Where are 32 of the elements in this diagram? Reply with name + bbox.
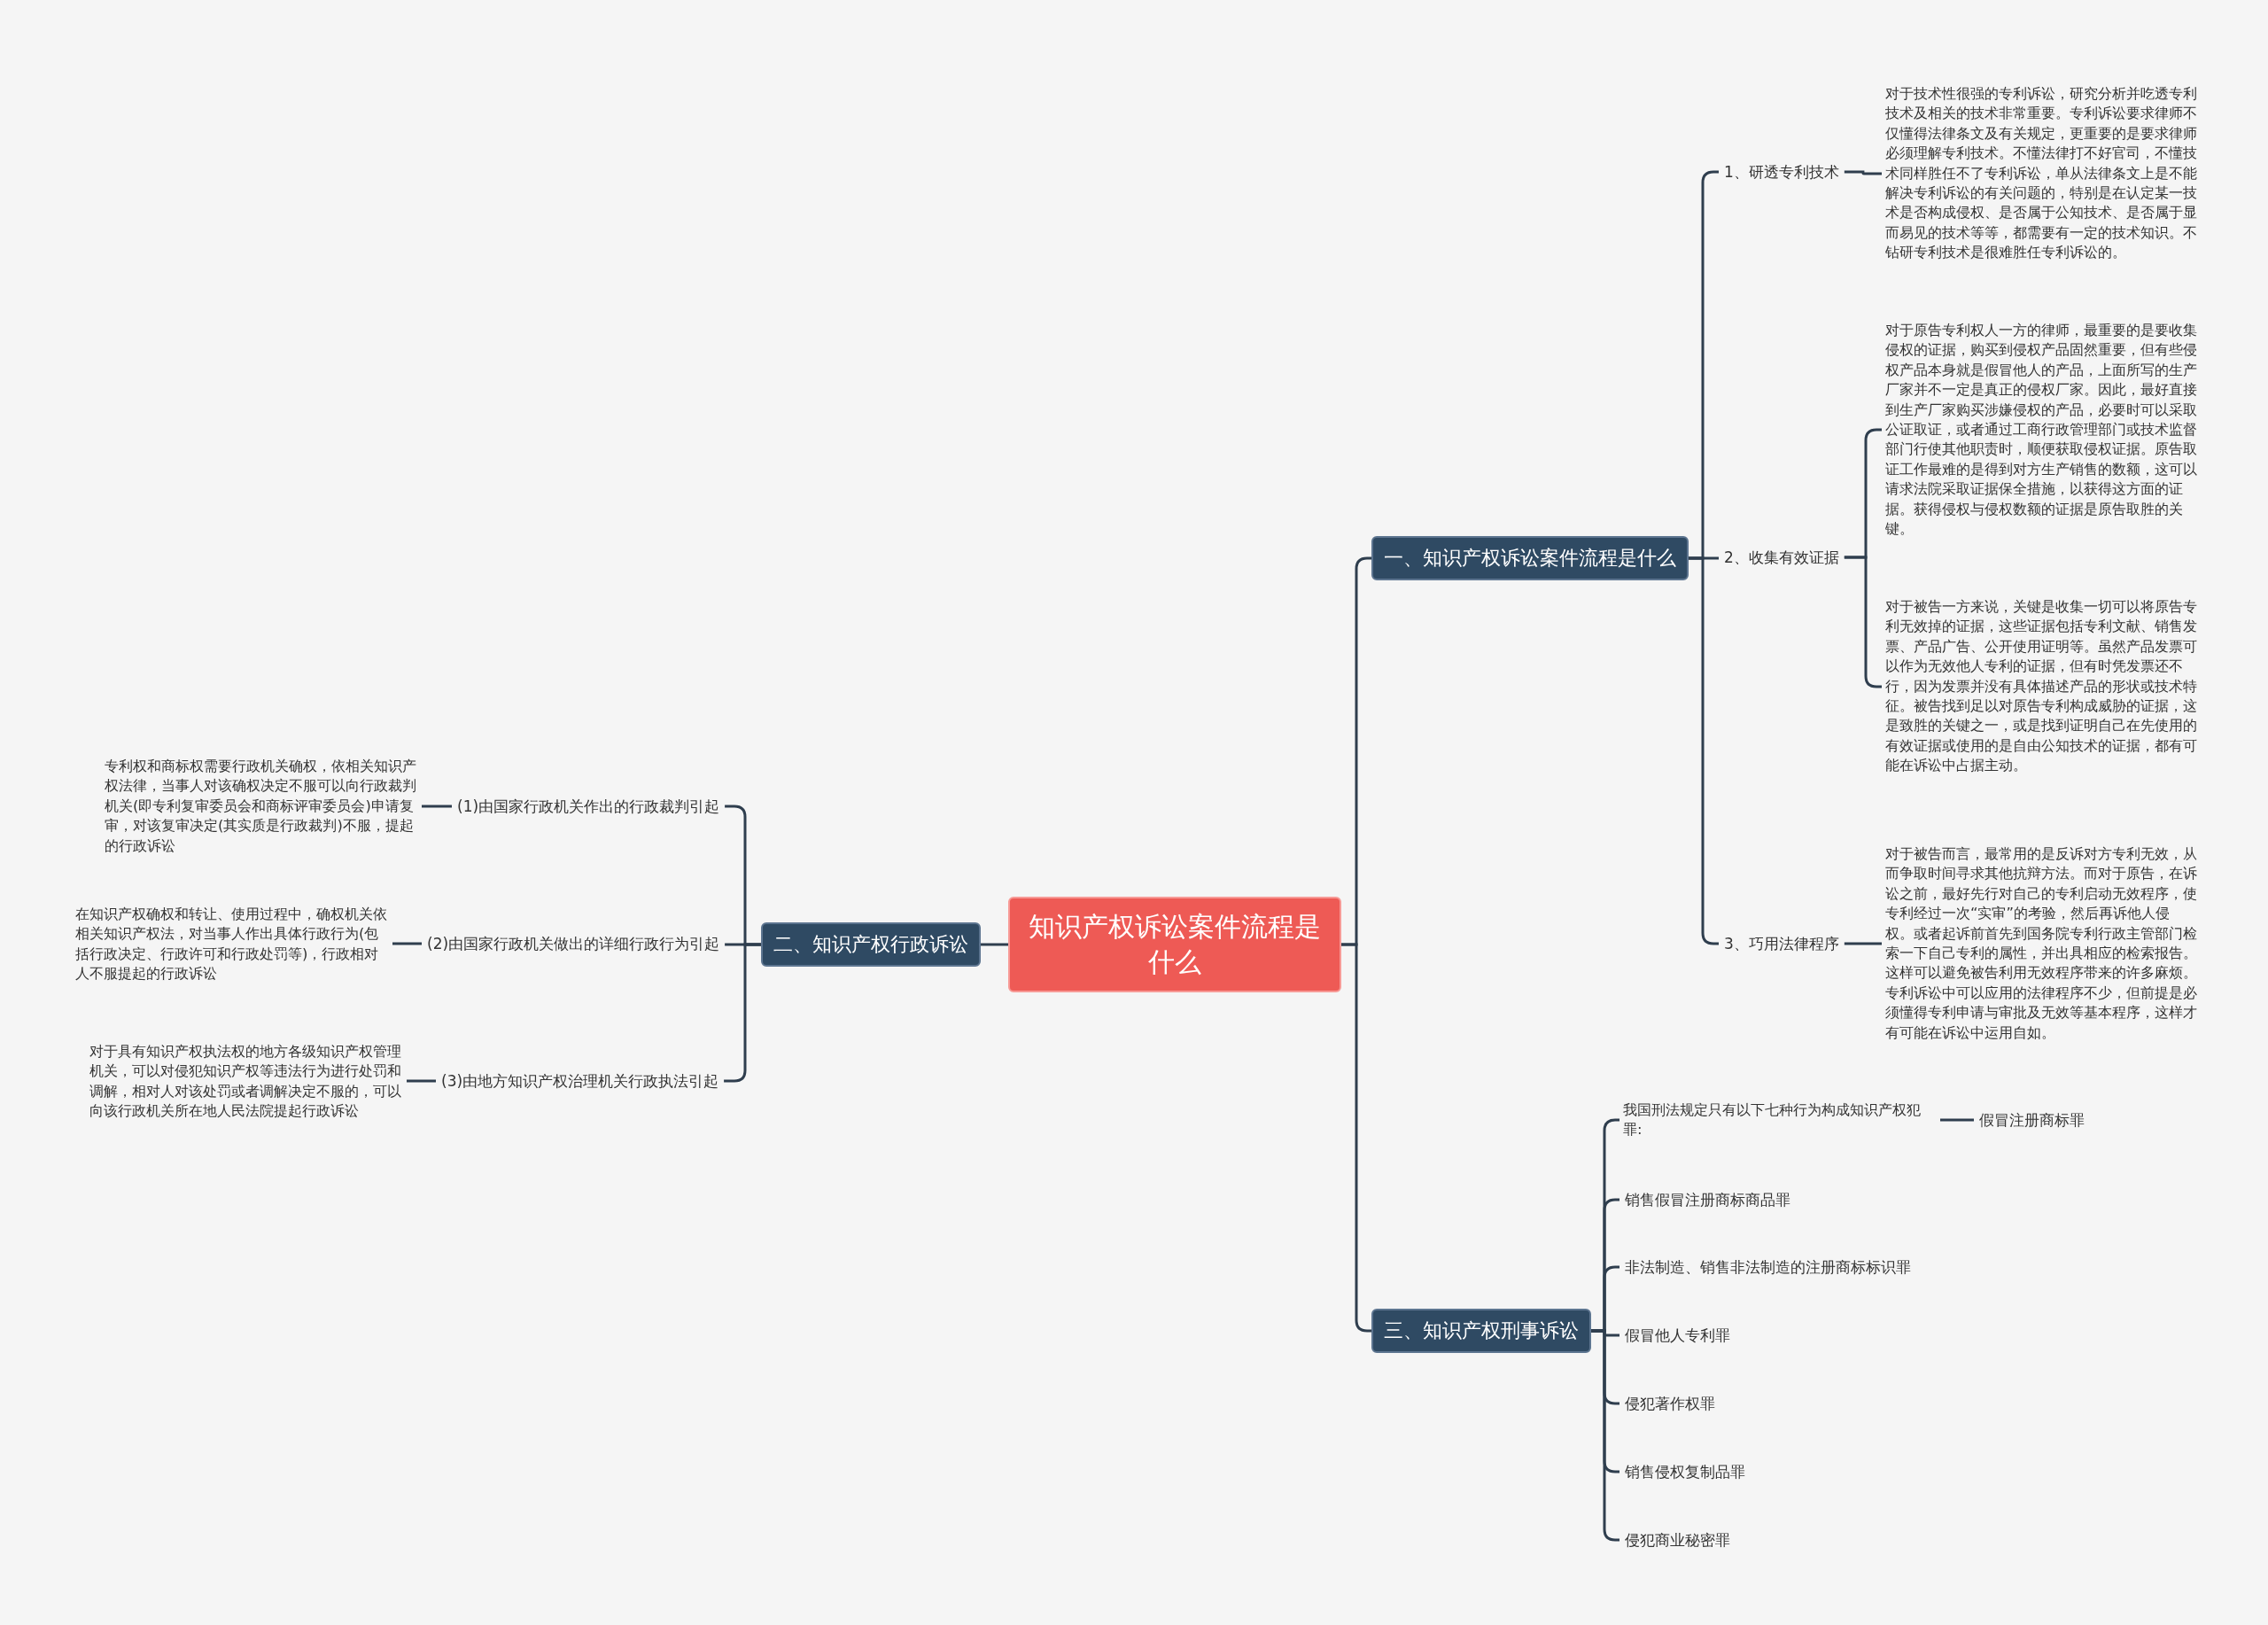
subtopic-label: (1)由国家行政机关作出的行政裁判引起 (452, 793, 726, 820)
subtopic-label: (2)由国家行政机关做出的详细行政行为引起 (422, 930, 726, 957)
connector-line (1940, 1118, 1974, 1122)
subtopic-label: 侵犯商业秘密罪 (1619, 1527, 1736, 1553)
subtopic-label: 1、研透专利技术 (1719, 159, 1845, 185)
subtopic-label: 假冒他人专利罪 (1619, 1322, 1736, 1349)
note-text: 对于原告专利权人一方的律师，最重要的是要收集侵权的证据，购买到侵权产品固然重要，但有些侵权产品本身就是假冒他人的产品，上面所写的生产厂家并不一定是真正的侵权厂家。因此，最好直接到生产厂家购买涉嫌侵权的产品，必要时可以采取公证取证，或者通过工商行政管理部门或技术监督部门行使其他职责时，顺便获取侵权证据。原告取证工作最难的是得到对方生产销售的数额，这可以请求法院采取证据保全措施，以获得这方面的证据。获得侵权与侵权数额的证据是原告取胜的关键。 (1882, 316, 2201, 543)
subtopic-label: 非法制造、销售非法制造的注册商标标识罪 (1619, 1254, 1916, 1280)
note-text: 我国刑法规定只有以下七种行为构成知识产权犯罪: (1619, 1096, 1940, 1144)
subtopic-label: 侵犯著作权罪 (1619, 1390, 1720, 1417)
note-text: 专利权和商标权需要行政机关确权，依相关知识产权法律，当事人对该确权决定不服可以向行政裁判机关(即专利复审委员会和商标评审委员会)申请复审，对该复审决定(其实质是行政裁判)不服，提起的行政诉讼 (101, 753, 422, 859)
subtopic-label: 2、收集有效证据 (1719, 544, 1845, 571)
connector-line (981, 943, 1008, 946)
connector-line (392, 942, 422, 945)
connector-line (1844, 942, 1882, 945)
subtopic-label: 3、巧用法律程序 (1719, 930, 1845, 957)
connector-line (407, 1079, 436, 1083)
note-text: 对于技术性很强的专利诉讼，研究分析并吃透专利技术及相关的技术非常重要。专利诉讼要求律师不仅懂得法律条文及有关规定，更重要的是要求律师必须理解专利技术。不懂法律打不好官司，不懂技术同样胜任不了专利诉讼，单从法律条文上是不能解决专利诉讼的有关问题的，特别是在认定某一技术是否构成侵权、是否属于公知技术、是否属于显而易见的技术等等，都需要有一定的技术知识。不钻研专利技术是很难胜任专利诉讼的。 (1882, 81, 2201, 267)
note-text: 对于被告而言，最常用的是反诉对方专利无效，从而争取时间寻求其他抗辩方法。而对于原告，在诉讼之前，最好先行对自己的专利启动无效程序，使专利经过一次“实审”的考验，然后再诉他人侵权。或者起诉前首先到国务院专利行政主管部门检索一下自己专利的属性，并出具相应的检索报告。这样可以避免被告利用无效程序带来的许多麻烦。专利诉讼中可以应用的法律程序不少，但前提是必须懂得专利申请与审批及无效等基本程序，这样才有可能在诉讼中运用自如。 (1882, 840, 2201, 1047)
connector-line (1844, 170, 1882, 175)
connector-line (422, 805, 452, 808)
subtopic-label: 假冒注册商标罪 (1974, 1107, 2090, 1133)
subtopic-label: (3)由地方知识产权治理机关行政执法引起 (436, 1068, 725, 1094)
topic-box: 一、知识产权诉讼案件流程是什么 (1371, 536, 1689, 580)
topic-box: 三、知识产权刑事诉讼 (1371, 1309, 1591, 1353)
subtopic-label: 销售侵权复制品罪 (1619, 1458, 1751, 1485)
note-text: 在知识产权确权和转让、使用过程中，确权机关依相关知识产权法，对当事人作出具体行政行为(包括行政决定、行政许可和行政处罚等)，行政相对人不服提起的行政诉讼 (72, 901, 392, 988)
note-text: 对于被告一方来说，关键是收集一切可以将原告专利无效掉的证据，这些证据包括专利文献、销售发票、产品广告、公开使用证明等。虽然产品发票可以作为无效他人专利的证据，但有时凭发票还不行，因为发票并没有具体描述产品的形状或技术特征。被告找到足以对原告专利构成威胁的证据，这是致胜的关键之一，或是找到证明自己在先使用的有效证据或使用的是自由公知技术的证据，都有可能在诉讼中占据主动。 (1882, 594, 2201, 780)
note-text: 对于具有知识产权执法权的地方各级知识产权管理机关，可以对侵犯知识产权等违法行为进行处罚和调解，相对人对该处罚或者调解决定不服的，可以向该行政机关所在地人民法院提起行政诉讼 (86, 1038, 407, 1125)
topic-box: 二、知识产权行政诉讼 (761, 922, 981, 967)
central-topic-box: 知识产权诉讼案件流程是什么 (1008, 897, 1341, 992)
subtopic-label: 销售假冒注册商标商品罪 (1619, 1186, 1796, 1213)
